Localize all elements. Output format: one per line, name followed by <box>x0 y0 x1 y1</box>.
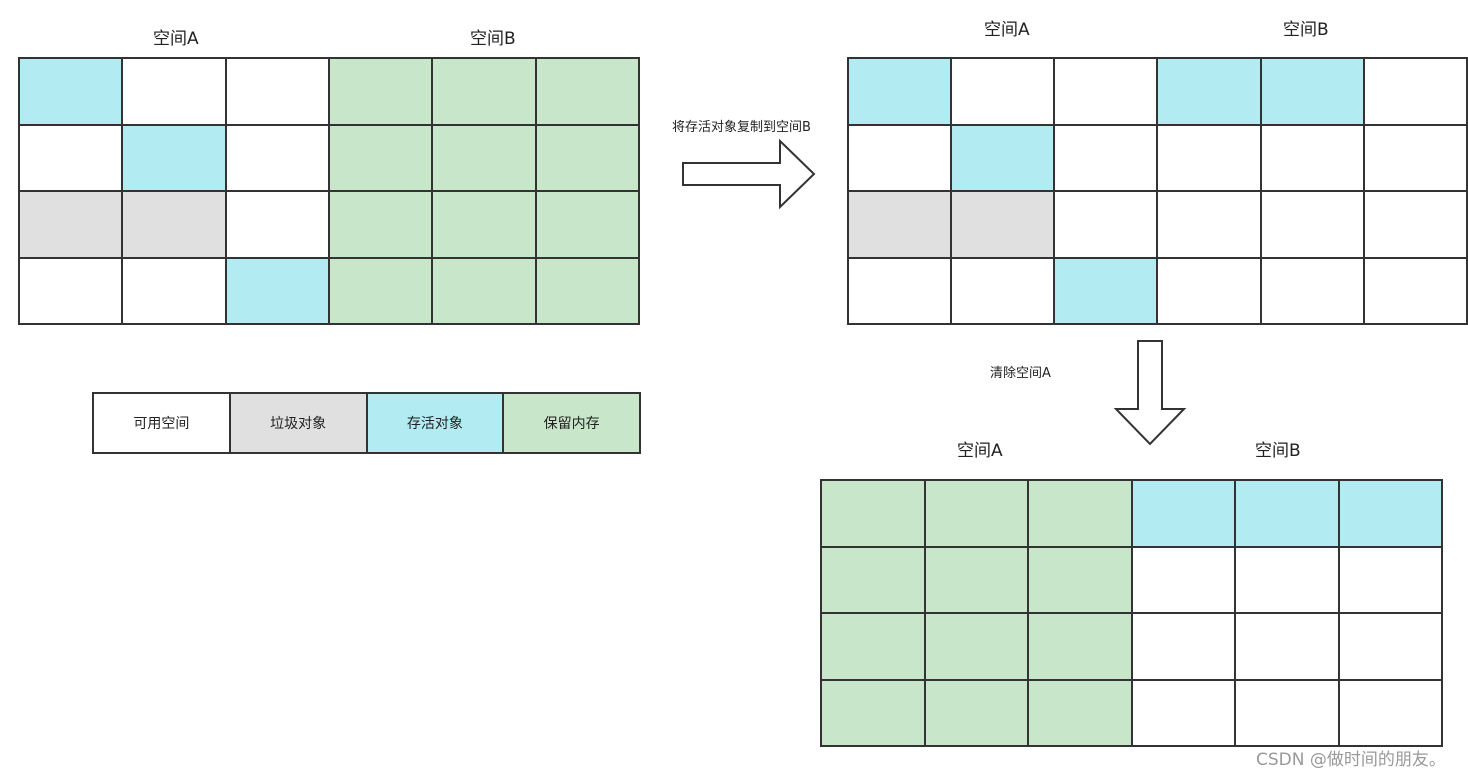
diagram3-cell-reserved <box>821 480 925 547</box>
diagram1-cell-garbage <box>19 191 123 258</box>
diagram2-cell-available <box>848 124 952 191</box>
diagram3-label-space-a: 空间A <box>957 441 1003 461</box>
diagram2-cell-available <box>951 257 1055 324</box>
diagram1-cell-available <box>19 257 123 324</box>
diagram1-cell-live <box>225 257 329 324</box>
diagram3-cell-reserved <box>821 546 925 613</box>
diagram3-cell-available <box>1131 679 1235 746</box>
diagram3-memory-grid <box>820 479 1443 747</box>
diagram2-cell-available <box>1054 191 1158 258</box>
diagram3-label-space-b: 空间B <box>1255 441 1301 461</box>
copy-step-label: 将存活对象复制到空间B <box>672 120 811 135</box>
diagram2-cell-available <box>1363 191 1467 258</box>
diagram3-cell-available <box>1131 546 1235 613</box>
diagram2-cell-live <box>1157 58 1261 125</box>
diagram3-cell-available <box>1235 613 1339 680</box>
diagram3-cell-reserved <box>924 679 1028 746</box>
diagram1-cell-reserved <box>432 257 536 324</box>
diagram2-cell-available <box>1363 124 1467 191</box>
diagram2-label-space-b: 空间B <box>1283 20 1329 40</box>
diagram2-cell-available <box>1363 58 1467 125</box>
diagram1-label-space-b: 空间B <box>470 29 516 49</box>
diagram3-cell-reserved <box>924 546 1028 613</box>
diagram1-cell-reserved <box>432 191 536 258</box>
diagram1-cell-available <box>19 124 123 191</box>
clear-step-label: 清除空间A <box>990 366 1051 381</box>
diagram3-cell-available <box>1131 613 1235 680</box>
diagram3-cell-available <box>1235 679 1339 746</box>
legend-item-available: 可用空间 <box>94 394 231 452</box>
diagram2-cell-available <box>1157 124 1261 191</box>
diagram2-cell-live <box>1054 257 1158 324</box>
diagram2-cell-live <box>1260 58 1364 125</box>
diagram1-cell-reserved <box>329 58 433 125</box>
diagram3-cell-available <box>1338 679 1442 746</box>
diagram1-cell-reserved <box>535 124 639 191</box>
diagram1-cell-live <box>122 124 226 191</box>
diagram2-cell-available <box>1363 257 1467 324</box>
arrow-down-icon <box>1113 340 1187 446</box>
diagram3-cell-reserved <box>821 613 925 680</box>
diagram3-cell-reserved <box>821 679 925 746</box>
diagram1-cell-reserved <box>329 124 433 191</box>
diagram2-cell-available <box>1260 191 1364 258</box>
diagram1-memory-grid <box>18 57 640 325</box>
diagram2-cell-available <box>1157 257 1261 324</box>
diagram1-cell-available <box>225 58 329 125</box>
legend: 可用空间垃圾对象存活对象保留内存 <box>92 392 641 454</box>
diagram2-cell-live <box>951 124 1055 191</box>
diagram3-cell-available <box>1338 546 1442 613</box>
diagram2-cell-available <box>951 58 1055 125</box>
legend-item-reserved: 保留内存 <box>504 394 639 452</box>
diagram3-cell-live <box>1131 480 1235 547</box>
diagram1-cell-reserved <box>432 58 536 125</box>
diagram3-cell-reserved <box>1028 546 1132 613</box>
diagram2-cell-available <box>1260 257 1364 324</box>
diagram1-cell-live <box>19 58 123 125</box>
diagram2-cell-available <box>1054 58 1158 125</box>
diagram1-cell-reserved <box>535 58 639 125</box>
diagram1-cell-reserved <box>535 257 639 324</box>
diagram1-cell-available <box>225 124 329 191</box>
diagram3-cell-live <box>1338 480 1442 547</box>
diagram3-cell-live <box>1235 480 1339 547</box>
diagram1-cell-available <box>225 191 329 258</box>
diagram1-cell-available <box>122 257 226 324</box>
arrow-right-icon <box>682 138 816 210</box>
diagram1-cell-available <box>122 58 226 125</box>
diagram2-memory-grid <box>847 57 1468 325</box>
diagram1-cell-reserved <box>329 191 433 258</box>
diagram1-cell-reserved <box>329 257 433 324</box>
diagram2-cell-available <box>848 257 952 324</box>
diagram3-cell-available <box>1235 546 1339 613</box>
diagram1-cell-garbage <box>122 191 226 258</box>
legend-item-garbage: 垃圾对象 <box>230 394 368 452</box>
diagram1-label-space-a: 空间A <box>153 29 199 49</box>
watermark: CSDN @做时间的朋友。 <box>1256 750 1446 770</box>
diagram3-cell-reserved <box>1028 613 1132 680</box>
diagram1-cell-reserved <box>535 191 639 258</box>
diagram2-cell-garbage <box>951 191 1055 258</box>
diagram2-cell-live <box>848 58 952 125</box>
diagram3-cell-reserved <box>924 480 1028 547</box>
diagram2-cell-available <box>1054 124 1158 191</box>
diagram2-label-space-a: 空间A <box>984 20 1030 40</box>
diagram3-cell-reserved <box>1028 480 1132 547</box>
diagram3-cell-reserved <box>1028 679 1132 746</box>
legend-item-live: 存活对象 <box>367 394 505 452</box>
diagram2-cell-available <box>1157 191 1261 258</box>
diagram2-cell-garbage <box>848 191 952 258</box>
diagram1-cell-reserved <box>432 124 536 191</box>
diagram3-cell-reserved <box>924 613 1028 680</box>
diagram3-cell-available <box>1338 613 1442 680</box>
diagram2-cell-available <box>1260 124 1364 191</box>
